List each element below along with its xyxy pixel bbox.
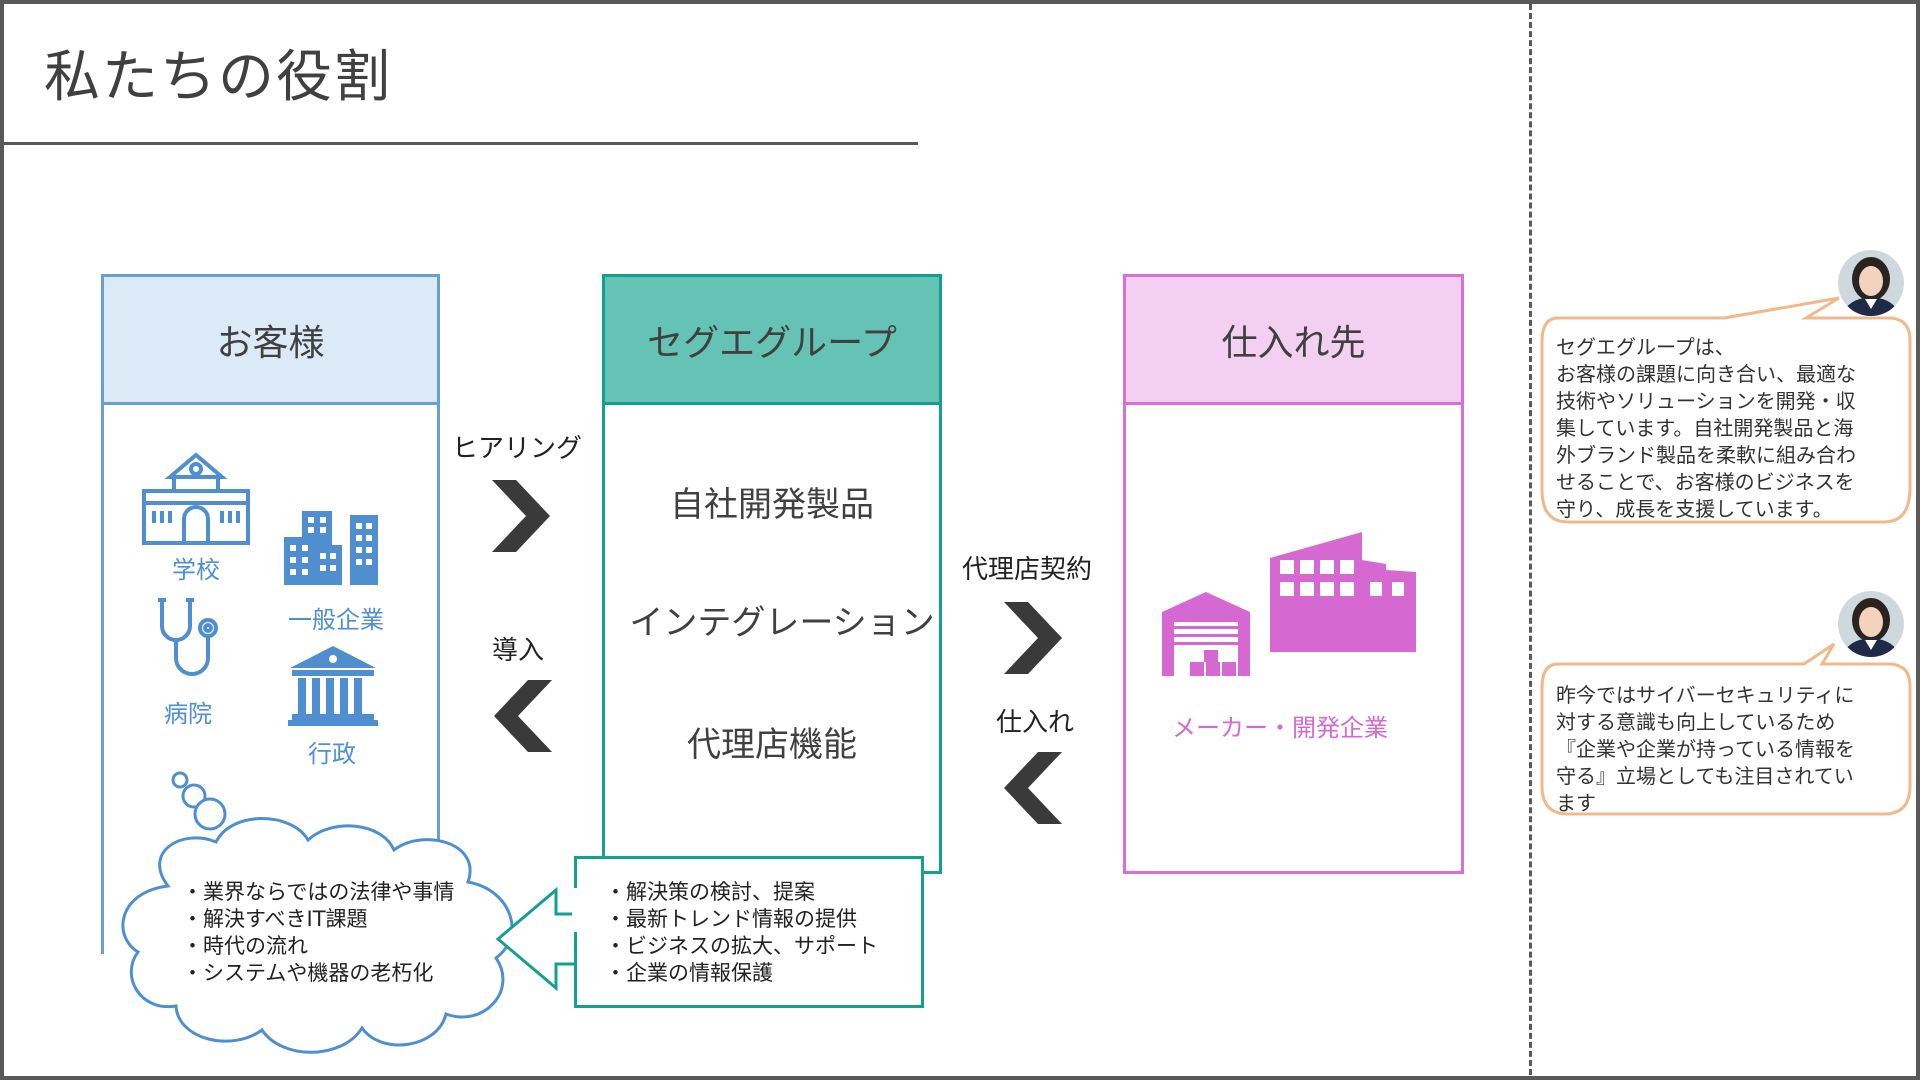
avatar <box>1837 249 1905 317</box>
speech-bubble-frame <box>1540 642 1912 816</box>
integration: インテグレーション <box>629 603 935 643</box>
customer-header: お客様 <box>104 277 437 405</box>
customer-column: お客様 <box>101 274 440 954</box>
government-building-icon <box>288 646 378 726</box>
supplier-column: 仕入れ先 <box>1123 274 1464 874</box>
list-item: ・時代の流れ <box>182 934 308 958</box>
arrow-to-customer <box>495 886 578 992</box>
list-item: ・解決策の検討、提案 <box>605 880 815 904</box>
segue-group-header: セグエグループ <box>605 277 939 405</box>
government-label: 行政 <box>308 740 356 768</box>
stethoscope-icon <box>158 598 218 676</box>
school-icon <box>142 452 250 545</box>
segue-offerings-box: ・解決策の検討、提案 ・最新トレンド情報の提供 ・ビジネスの拡大、サポート ・企… <box>574 856 924 1008</box>
chevron-right-icon <box>492 480 550 552</box>
chevron-left-icon <box>494 680 552 752</box>
supplier-header: 仕入れ先 <box>1126 277 1461 405</box>
factory-icon <box>1270 532 1416 652</box>
introduction-label: 導入 <box>492 636 545 666</box>
customer-needs-list: ・業界ならではの法律や事情 ・解決すべきIT課題 ・時代の流れ ・システムや機器… <box>182 879 454 987</box>
warehouse-icon <box>1162 592 1250 676</box>
company-label: 一般企業 <box>288 606 384 634</box>
page-title: 私たちの役割 <box>44 45 392 110</box>
purchase-label: 仕入れ <box>996 708 1075 738</box>
agency-contract-label: 代理店契約 <box>962 555 1093 585</box>
list-item: ・業界ならではの法律や事情 <box>182 880 455 904</box>
list-item: ・最新トレンド情報の提供 <box>605 907 857 931</box>
hospital-label: 病院 <box>164 700 212 728</box>
list-item: ・解決すべきIT課題 <box>182 907 368 931</box>
hearing-label: ヒアリング <box>452 434 583 464</box>
title-underline <box>4 142 918 145</box>
arrow-joint-cover <box>572 888 578 932</box>
school-label: 学校 <box>172 556 220 584</box>
thought-cloud <box>121 771 514 1054</box>
list-item: ・企業の情報保護 <box>605 961 773 985</box>
office-buildings-icon <box>284 511 378 585</box>
chevron-left-icon <box>1004 752 1062 824</box>
segue-group-column: セグエグループ 自社開発製品 インテグレーション 代理店機能 <box>602 274 942 874</box>
speech-bubble-2: 昨今ではサイバーセキュリティに 対する意識も向上しているため 『企業や企業が持っ… <box>1556 683 1855 815</box>
list-item: ・ビジネスの拡大、サポート <box>605 934 878 958</box>
avatar <box>1837 590 1905 658</box>
speech-bubble-1: セグエグループは、 お客様の課題に向き合い、最適な 技術やソリューションを開発・… <box>1556 335 1856 521</box>
dashed-divider <box>1529 4 1532 1076</box>
in-house-products: 自社開発製品 <box>670 485 874 525</box>
agency-function: 代理店機能 <box>687 725 857 765</box>
chevron-right-icon <box>1004 602 1062 674</box>
list-item: ・システムや機器の老朽化 <box>182 961 434 985</box>
speech-bubble-frame <box>1540 296 1912 524</box>
manufacturer-label: メーカー・開発企業 <box>1172 714 1388 742</box>
